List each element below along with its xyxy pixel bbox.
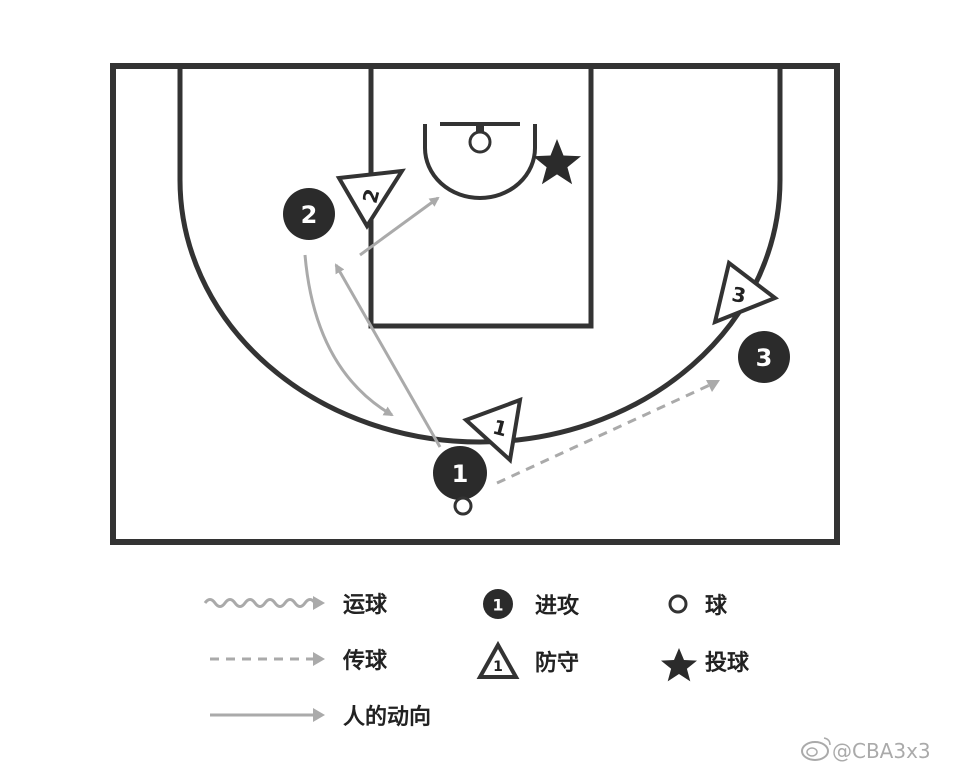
star-icon (661, 648, 697, 682)
movement-arrow-1-up (334, 263, 442, 448)
svg-text:1: 1 (493, 659, 503, 675)
pass-path (496, 380, 720, 485)
offense-circle-icon (433, 446, 487, 500)
legend-shot: 投球 (661, 648, 750, 682)
weibo-icon (801, 737, 831, 761)
svg-text:1: 1 (492, 596, 503, 615)
offense-player-1: 1 (433, 446, 487, 500)
ball-icon (668, 594, 688, 614)
defender-3: 3 (712, 259, 780, 326)
watermark: @CBA3x3 (801, 737, 931, 763)
wavy-line-icon (203, 598, 317, 608)
offense-circle-icon (738, 331, 790, 383)
svg-text:2: 2 (358, 186, 385, 206)
legend-defense: 1 防守 (476, 640, 579, 679)
legend-ball: 球 (668, 594, 728, 619)
defender-2: 2 (335, 168, 406, 230)
svg-text:运球: 运球 (343, 593, 388, 618)
svg-text:3: 3 (730, 282, 748, 308)
svg-text:防守: 防守 (535, 650, 579, 676)
svg-text:1: 1 (452, 460, 469, 488)
rim-connector (476, 124, 484, 134)
movement-arrow-2-cut (359, 196, 440, 257)
svg-text:投球: 投球 (705, 651, 750, 676)
legend: 运球 传球 人的动向 1 进攻 1 防守 球 (203, 589, 750, 730)
legend-pass: 传球 (210, 649, 388, 674)
offense-circle-icon (283, 188, 335, 240)
svg-text:球: 球 (705, 594, 728, 619)
defender-1: 1 (462, 396, 523, 464)
svg-text:传球: 传球 (342, 649, 388, 674)
legend-dribble: 运球 (203, 593, 388, 618)
svg-text:@CBA3x3: @CBA3x3 (832, 739, 931, 763)
defender-triangle-icon (476, 640, 520, 679)
legend-movement: 人的动向 (210, 704, 431, 730)
defender-triangle-icon (335, 168, 406, 230)
svg-text:1: 1 (490, 415, 510, 442)
svg-text:2: 2 (301, 201, 318, 229)
movement-paths (303, 196, 442, 448)
defender-triangle-icon (712, 259, 780, 326)
star-icon (533, 139, 581, 185)
movement-arrow-2-curl (303, 254, 394, 417)
svg-text:3: 3 (756, 344, 773, 372)
rim (468, 130, 492, 154)
offense-player-2: 2 (283, 188, 335, 240)
restricted-area-arc (423, 124, 537, 200)
legend-offense: 1 进攻 (483, 589, 580, 619)
offense-player-3: 3 (738, 331, 790, 383)
ball-icon (453, 496, 473, 516)
pass-arrow-1-to-3 (496, 382, 713, 485)
svg-text:人的动向: 人的动向 (343, 704, 431, 730)
defender-triangle-icon (462, 396, 523, 464)
svg-text:进攻: 进攻 (535, 593, 580, 619)
offense-circle-icon (483, 589, 513, 619)
